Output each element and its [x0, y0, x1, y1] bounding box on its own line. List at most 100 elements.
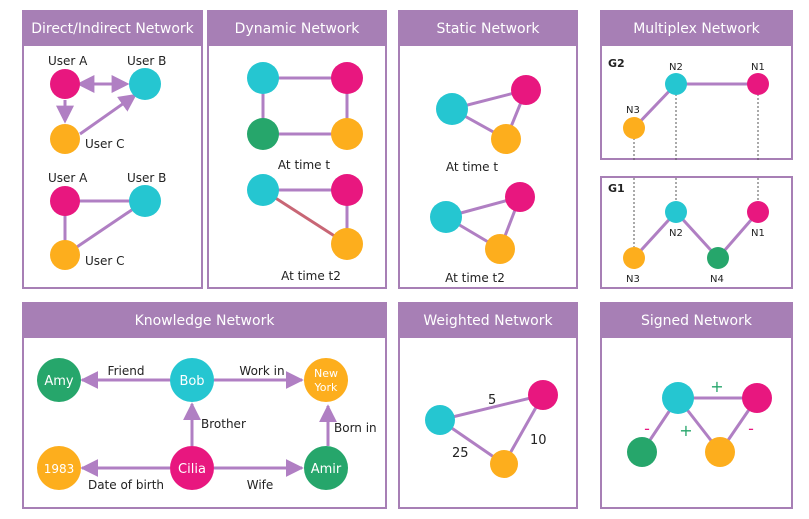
sign-plus: +	[710, 377, 723, 396]
edge-red	[262, 188, 348, 246]
label-amir: Amir	[311, 462, 342, 477]
node-1983	[37, 446, 81, 490]
label-n1: N1	[751, 228, 765, 239]
label-york: York	[314, 381, 339, 394]
label-n2: N2	[669, 62, 683, 73]
node-bob	[170, 358, 214, 402]
node-magenta	[331, 62, 363, 94]
node-cyan	[425, 405, 455, 435]
panel-title: Signed Network	[602, 304, 791, 338]
multiplex-g2-diagram: G2 N3 N2 N1	[608, 57, 769, 162]
label-new: New	[314, 367, 338, 380]
knowledge-panel: Knowledge Network Amy Bob New York 1983 …	[22, 302, 387, 509]
node-cyan	[662, 382, 694, 414]
node-n4	[707, 247, 729, 269]
label-n4: N4	[710, 274, 724, 285]
node-amy	[37, 358, 81, 402]
node-orange	[331, 228, 363, 260]
relation-date-of-birth: Date of birth	[88, 478, 164, 492]
panel-title: Static Network	[400, 12, 576, 46]
layer-label-g2: G2	[608, 57, 625, 70]
node-user-c	[50, 124, 80, 154]
node-n3	[623, 247, 645, 269]
relation-wife: Wife	[247, 478, 274, 492]
relation-friend: Friend	[108, 364, 145, 378]
node-cyan	[436, 93, 468, 125]
node-magenta	[505, 182, 535, 212]
node-orange	[705, 437, 735, 467]
static-diagram: At time t At time t2	[430, 75, 541, 285]
edge-c-b-2	[64, 199, 146, 257]
node-user-c-2	[50, 240, 80, 270]
caption-time-t2: At time t2	[281, 269, 341, 283]
weight-label-10: 10	[530, 433, 547, 448]
label-n3: N3	[626, 105, 640, 116]
panel-title: Multiplex Network	[602, 12, 791, 46]
caption-time-t2: At time t2	[445, 271, 505, 285]
node-n2	[665, 73, 687, 95]
signed-panel: Signed Network + + - -	[600, 302, 793, 509]
caption-time-t: At time t	[278, 158, 330, 172]
weight-label-25: 25	[452, 446, 469, 461]
dynamic-diagram: At time t At time t2	[247, 62, 363, 283]
node-cyan	[430, 201, 462, 233]
edge-c-b	[79, 93, 137, 136]
label-n3: N3	[626, 274, 640, 285]
multiplex-g1-diagram: G1 N3 N2 N4 N1	[608, 178, 769, 285]
node-n2	[665, 201, 687, 223]
dynamic-panel: Dynamic Network At time t At time t2	[207, 10, 387, 289]
node-orange	[491, 124, 521, 154]
panel-title: Weighted Network	[400, 304, 576, 338]
sign-minus: -	[748, 419, 754, 438]
node-new-york	[304, 358, 348, 402]
relation-born-in: Born in	[334, 421, 377, 435]
label-user-a-2: User A	[48, 171, 88, 185]
label-user-c: User C	[85, 137, 125, 151]
node-user-a-2	[50, 186, 80, 216]
node-cyan	[247, 62, 279, 94]
node-orange	[490, 450, 518, 478]
node-user-a	[50, 69, 80, 99]
label-user-b-2: User B	[127, 171, 166, 185]
node-green	[247, 118, 279, 150]
signed-diagram: + + - -	[627, 377, 772, 467]
direct-indirect-panel: Direct/Indirect Network User A User B Us…	[22, 10, 203, 289]
weighted-panel: Weighted Network 5 25 10	[398, 302, 578, 509]
multiplex-panel: Multiplex Network G2 N3 N2 N1	[600, 10, 793, 162]
label-user-b: User B	[127, 54, 166, 68]
node-magenta	[528, 380, 558, 410]
label-amy: Amy	[44, 374, 74, 389]
static-panel: Static Network At time t At time t2	[398, 10, 578, 289]
node-magenta	[331, 174, 363, 206]
node-magenta	[511, 75, 541, 105]
node-orange	[331, 118, 363, 150]
panel-title: Dynamic Network	[209, 12, 385, 46]
label-n2: N2	[669, 228, 683, 239]
node-n1	[747, 73, 769, 95]
panel-title: Direct/Indirect Network	[24, 12, 201, 46]
node-user-b-2	[129, 185, 161, 217]
node-user-b	[129, 68, 161, 100]
node-n3	[623, 117, 645, 139]
label-bob: Bob	[179, 374, 204, 389]
edge-weight-5	[439, 393, 544, 422]
label-n1: N1	[751, 62, 765, 73]
relation-brother: Brother	[201, 417, 246, 431]
node-orange	[485, 234, 515, 264]
label-user-c-2: User C	[85, 254, 125, 268]
label-user-a: User A	[48, 54, 88, 68]
node-green	[627, 437, 657, 467]
weighted-diagram: 5 25 10	[425, 380, 558, 478]
caption-time-t: At time t	[446, 160, 498, 174]
node-amir	[304, 446, 348, 490]
knowledge-diagram: Amy Bob New York 1983 Cilia Amir Friend …	[37, 358, 377, 492]
sign-plus: +	[679, 421, 692, 440]
layer-label-g1: G1	[608, 182, 625, 195]
sign-minus: -	[644, 419, 650, 438]
panel-title: Knowledge Network	[24, 304, 385, 338]
label-1983: 1983	[44, 462, 75, 476]
node-cyan	[247, 174, 279, 206]
direct-indirect-diagram: User A User B User C User A User B User …	[48, 54, 166, 270]
relation-work-in: Work in	[239, 364, 284, 378]
label-cilia: Cilia	[178, 462, 206, 477]
